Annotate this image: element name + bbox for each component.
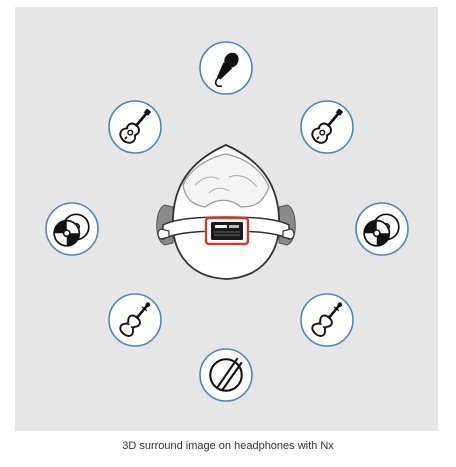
nx-tracker-icon (204, 216, 250, 246)
sound-source-top-right (300, 100, 354, 154)
sound-source-bottom-right (300, 293, 354, 347)
surround-diagram (45, 41, 409, 402)
sound-source-top (199, 41, 253, 95)
diagram-panel (15, 7, 438, 431)
sound-source-right (355, 202, 409, 256)
sound-source-bottom (199, 348, 253, 402)
sound-source-left (45, 202, 99, 256)
sound-source-bottom-left (108, 293, 162, 347)
head-with-headphones-icon (156, 144, 296, 280)
sound-source-top-left (108, 100, 162, 154)
caption: 3D surround image on headphones with Nx (122, 440, 334, 452)
